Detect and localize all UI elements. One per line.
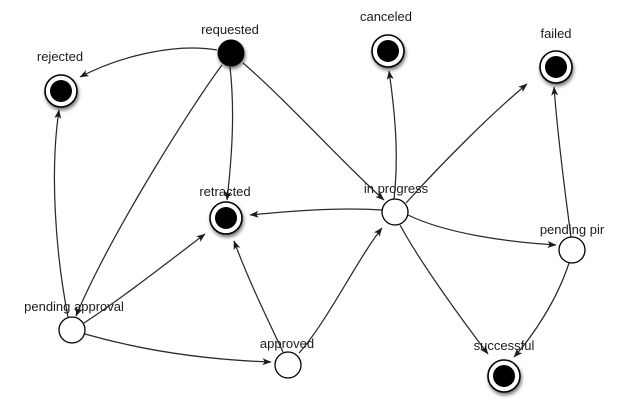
- edges-layer: [53, 47, 572, 366]
- nodes-layer: [44, 34, 586, 393]
- edge-pending_approval-to-approved: [84, 333, 272, 366]
- final-state-dot: [50, 80, 72, 102]
- edge-requested-to-pending_approval: [75, 64, 223, 317]
- node-approved: [274, 351, 302, 379]
- node-label-requested: requested: [201, 22, 259, 37]
- node-canceled: [371, 34, 405, 68]
- edge-in_progress-to-failed: [405, 83, 528, 204]
- node-label-pending_pir: pending pir: [540, 222, 605, 237]
- edge-approved-to-in_progress: [298, 227, 383, 354]
- initial-state-dot: [217, 39, 245, 67]
- edge-in_progress-to-canceled: [386, 70, 397, 200]
- node-label-approved: approved: [260, 336, 314, 351]
- edge-pending_pir-to-failed: [551, 86, 572, 238]
- node-pending_pir: [558, 236, 586, 264]
- final-state-dot: [493, 365, 515, 387]
- final-state-dot: [545, 56, 567, 78]
- node-successful: [487, 359, 521, 393]
- node-label-successful: successful: [474, 338, 535, 353]
- state-circle: [274, 351, 302, 379]
- edge-in_progress-to-retracted: [249, 208, 383, 218]
- state-circle: [381, 198, 409, 226]
- node-in_progress: [381, 198, 409, 226]
- node-label-in_progress: in progress: [364, 181, 429, 196]
- edge-pending_pir-to-successful: [513, 262, 570, 358]
- node-label-canceled: canceled: [360, 9, 412, 24]
- node-label-rejected: rejected: [37, 49, 83, 64]
- node-label-retracted: retracted: [199, 184, 250, 199]
- node-rejected: [44, 74, 78, 108]
- node-failed: [539, 50, 573, 84]
- final-state-dot: [215, 207, 237, 229]
- node-label-pending_approval: pending approval: [24, 299, 124, 314]
- edge-in_progress-to-pending_pir: [407, 214, 557, 248]
- node-label-failed: failed: [540, 26, 571, 41]
- edge-requested-to-in_progress: [242, 62, 385, 201]
- edge-in_progress-to-successful: [399, 224, 489, 355]
- labels-layer: requested rejected canceled failed retracted…: [24, 9, 605, 353]
- edge-requested-to-rejected: [79, 47, 218, 78]
- node-pending_approval: [58, 316, 86, 344]
- node-requested: [217, 39, 245, 67]
- edge-pending_approval-to-retracted: [83, 233, 206, 324]
- node-retracted: [209, 201, 243, 235]
- edge-requested-to-retracted: [224, 66, 234, 201]
- edge-approved-to-retracted: [233, 240, 284, 353]
- final-state-dot: [377, 40, 399, 62]
- state-circle: [558, 236, 586, 264]
- state-circle: [58, 316, 86, 344]
- edge-pending_approval-to-rejected: [53, 109, 69, 318]
